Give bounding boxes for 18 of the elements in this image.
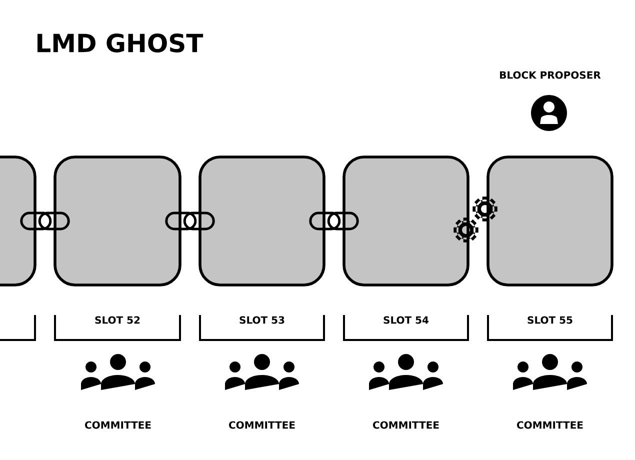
chain-link: [309, 212, 359, 230]
block: [486, 156, 614, 286]
block: [54, 156, 182, 286]
committee-label: COMMITTEE: [229, 421, 295, 429]
block: [0, 156, 36, 286]
committee-label: COMMITTEE: [373, 421, 439, 429]
role-label: BLOCK PROPOSER: [500, 71, 601, 79]
committee-label: COMMITTEE: [85, 421, 151, 429]
title: LMD GHOST: [38, 34, 204, 52]
block: [342, 156, 470, 286]
slot-label: SLOT 54: [384, 316, 428, 324]
slot-label: SLOT 55: [528, 316, 572, 324]
chain-link: [20, 212, 70, 230]
chain-link: [165, 212, 215, 230]
block: [198, 156, 326, 286]
slot-label: SLOT 52: [95, 316, 140, 324]
committee-label: COMMITTEE: [517, 421, 583, 429]
slot-label: SLOT 53: [240, 316, 284, 324]
